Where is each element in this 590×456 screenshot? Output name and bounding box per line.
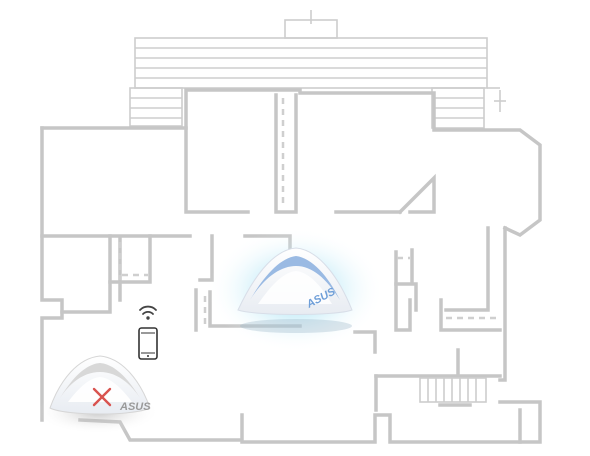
main-router[interactable]: ASUS <box>208 228 384 352</box>
extender-router[interactable]: ASUS <box>36 355 160 434</box>
floor-plan <box>40 10 542 444</box>
closets <box>118 98 500 326</box>
extender-inner-face <box>68 377 132 402</box>
stairs <box>419 377 487 403</box>
wifi-icon <box>139 305 157 320</box>
extender-accent <box>60 363 140 398</box>
router-shadow <box>240 319 352 333</box>
interior-walls <box>40 93 522 444</box>
top-deck <box>129 10 506 129</box>
router-inner-face <box>258 271 332 304</box>
phone-icon <box>138 327 158 360</box>
extender-brand-logo: ASUS <box>119 401 151 413</box>
disconnected-x-icon <box>92 387 112 407</box>
router-accent <box>250 256 340 300</box>
phone-device[interactable] <box>138 305 158 360</box>
